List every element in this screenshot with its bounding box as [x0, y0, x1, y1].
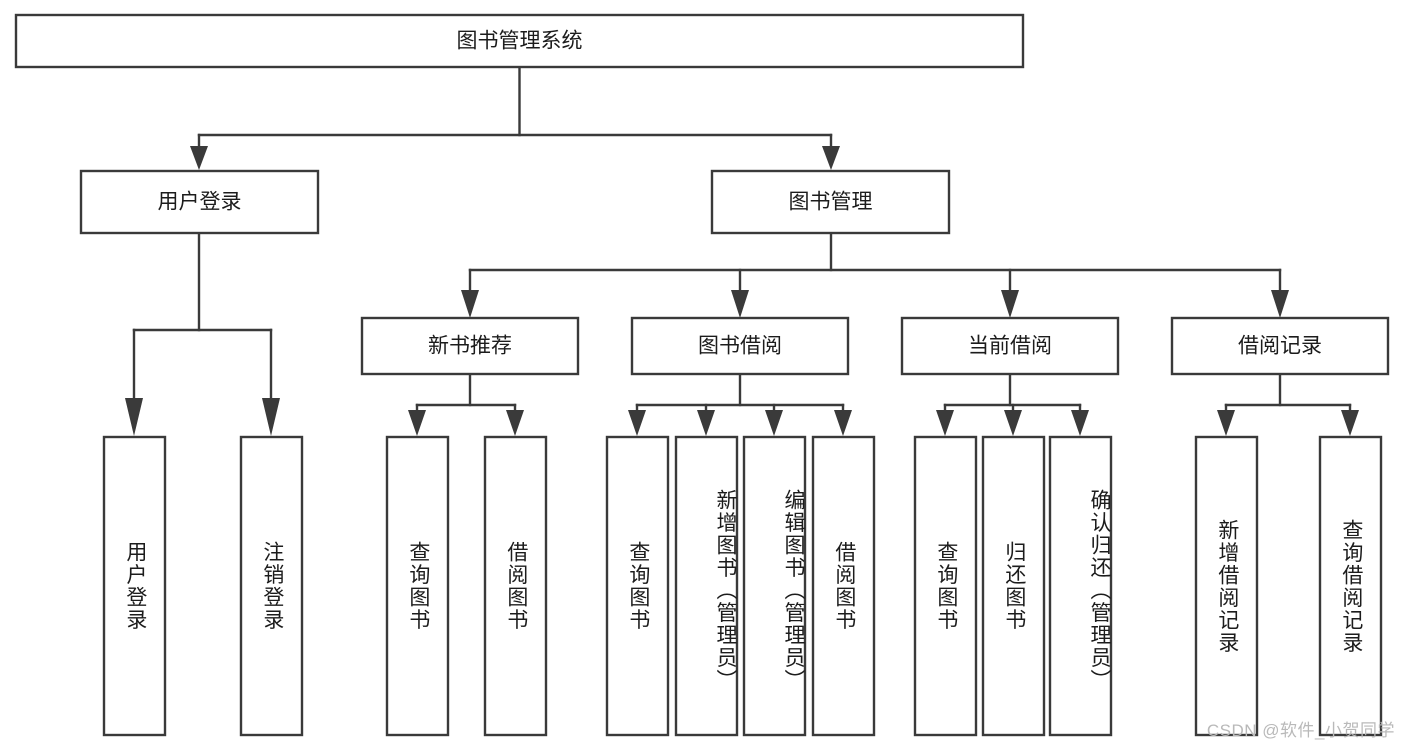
leaf-box-current-1[interactable]	[913, 435, 978, 737]
node-book-borrow[interactable]: 图书借阅	[630, 316, 850, 376]
node-book-management[interactable]: 图书管理	[710, 169, 951, 235]
node-root[interactable]: 图书管理系统	[14, 13, 1025, 69]
node-borrow-record[interactable]: 借阅记录	[1170, 316, 1390, 376]
csdn-watermark: CSDN @软件_小贺同学	[1206, 721, 1395, 740]
node-new-book-recommend-label: 新书推荐	[428, 335, 512, 358]
arrow-to-borrow-record	[1271, 290, 1289, 318]
arrow-leaf-borrow-4	[834, 410, 852, 436]
leaf-box-user-login-1[interactable]	[102, 435, 167, 737]
node-user-login-label: 用户登录	[158, 191, 242, 214]
leaf-box-record-2[interactable]	[1318, 435, 1383, 737]
node-user-login-box[interactable]	[79, 169, 320, 235]
arrow-leaf-record-2	[1341, 410, 1359, 436]
leaf-box-borrow-1[interactable]	[605, 435, 670, 737]
connector-group	[125, 65, 1359, 436]
arrow-leaf-recommend-2	[506, 410, 524, 436]
leaf-box-recommend-2[interactable]	[483, 435, 548, 737]
arrow-leaf-current-1	[936, 410, 954, 436]
leaf-box-group	[102, 435, 1383, 737]
arrow-leaf-borrow-3	[765, 410, 783, 436]
node-current-borrow[interactable]: 当前借阅	[900, 316, 1120, 376]
node-root-label: 图书管理系统	[457, 30, 583, 53]
arrow-leaf-user-login-2	[262, 398, 280, 436]
arrow-leaf-borrow-1	[628, 410, 646, 436]
arrow-leaf-current-2	[1004, 410, 1022, 436]
arrow-leaf-record-1	[1217, 410, 1235, 436]
arrow-to-book-mgmt	[822, 146, 840, 170]
arrow-to-user-login	[190, 146, 208, 170]
node-root-box[interactable]	[14, 13, 1025, 69]
leaf-box-recommend-1[interactable]	[385, 435, 450, 737]
arrow-leaf-current-3	[1071, 410, 1089, 436]
arrow-to-book-borrow	[731, 290, 749, 318]
leaf-box-user-login-2[interactable]	[239, 435, 304, 737]
leaf-box-borrow-2[interactable]	[674, 435, 739, 737]
node-book-borrow-box[interactable]	[630, 316, 850, 376]
arrow-to-new-book-recommend	[461, 290, 479, 318]
node-book-management-box[interactable]	[710, 169, 951, 235]
node-borrow-record-box[interactable]	[1170, 316, 1390, 376]
leaf-box-borrow-3[interactable]	[742, 435, 807, 737]
arrow-leaf-borrow-2	[697, 410, 715, 436]
arrow-to-current-borrow	[1001, 290, 1019, 318]
node-book-borrow-label: 图书借阅	[698, 335, 782, 358]
arrow-leaf-user-login-1	[125, 398, 143, 436]
leaf-box-borrow-4[interactable]	[811, 435, 876, 737]
leaf-box-current-3[interactable]	[1048, 435, 1113, 737]
node-current-borrow-box[interactable]	[900, 316, 1120, 376]
node-new-book-recommend[interactable]: 新书推荐	[360, 316, 580, 376]
node-new-book-recommend-box[interactable]	[360, 316, 580, 376]
node-book-management-label: 图书管理	[789, 191, 873, 214]
node-user-login[interactable]: 用户登录	[79, 169, 320, 235]
leaf-box-record-1[interactable]	[1194, 435, 1259, 737]
node-borrow-record-label: 借阅记录	[1238, 335, 1322, 358]
node-current-borrow-label: 当前借阅	[968, 335, 1052, 358]
leaf-box-current-2[interactable]	[981, 435, 1046, 737]
arrow-leaf-recommend-1	[408, 410, 426, 436]
